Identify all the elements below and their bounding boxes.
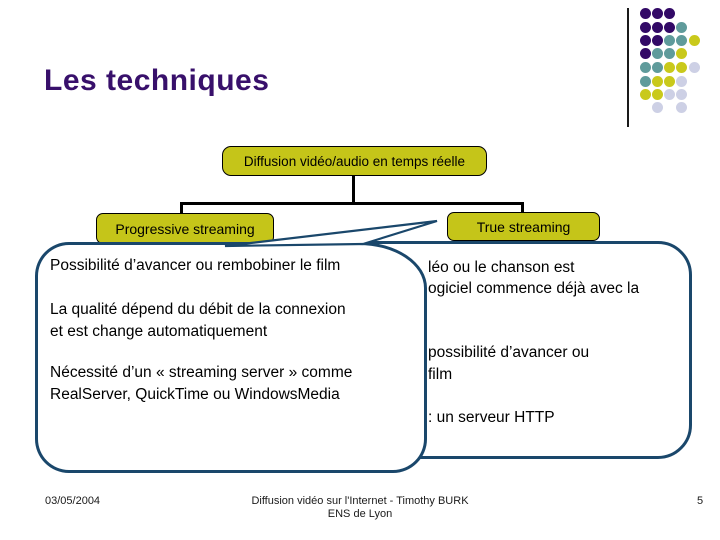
callout-right-line: film [428, 366, 453, 383]
deco-dot [640, 76, 651, 87]
deco-dot [664, 48, 675, 59]
deco-dot [676, 48, 687, 59]
deco-dot [652, 48, 663, 59]
callout-left-line: et est change automatiquement [50, 323, 268, 340]
deco-dot [652, 62, 663, 73]
footer-date: 03/05/2004 [45, 495, 101, 507]
deco-dot [664, 22, 675, 33]
callout-left-line: Nécessité d’un « streaming server » comm… [50, 364, 353, 381]
deco-dot [640, 48, 651, 59]
deco-vertical-line [627, 8, 629, 127]
deco-dot [689, 62, 700, 73]
connector-bar [180, 202, 524, 205]
connector-drop-right [521, 202, 524, 213]
deco-dot [676, 89, 687, 100]
deco-dot [664, 62, 675, 73]
deco-dot [652, 76, 663, 87]
callout-right-line: : un serveur HTTP [428, 409, 555, 426]
callout-left-line: RealServer, QuickTime ou WindowsMedia [50, 386, 340, 403]
deco-dot [640, 8, 651, 19]
deco-dot [640, 35, 651, 46]
node-root: Diffusion vidéo/audio en temps réelle [222, 146, 487, 176]
connector-drop-left [180, 202, 183, 214]
node-progressive-label: Progressive streaming [115, 220, 255, 237]
footer-page-number: 5 [696, 495, 704, 507]
deco-dot [676, 35, 687, 46]
deco-dot [676, 102, 687, 113]
deco-dot [664, 89, 675, 100]
callout-right-line: possibilité d’avancer ou [428, 344, 590, 361]
deco-dot [640, 22, 651, 33]
deco-dot [676, 22, 687, 33]
deco-dot [652, 102, 663, 113]
footer-credit-line1: Diffusion vidéo sur l'Internet - Timothy… [251, 495, 469, 507]
page-title: Les techniques [44, 64, 270, 97]
callout-left [35, 242, 427, 473]
deco-dot [640, 89, 651, 100]
callout-left-line: Possibilité d’avancer ou rembobiner le f… [50, 257, 341, 274]
deco-dot [664, 35, 675, 46]
connector-stem [352, 176, 355, 203]
deco-dot [676, 76, 687, 87]
node-true-label: True streaming [476, 218, 571, 235]
node-progressive-streaming: Progressive streaming [96, 213, 274, 244]
deco-dot [664, 8, 675, 19]
callout-right-line: léo ou le chanson est [428, 259, 575, 276]
node-root-label: Diffusion vidéo/audio en temps réelle [243, 153, 466, 169]
deco-dot [640, 62, 651, 73]
callout-left-line: La qualité dépend du débit de la connexi… [50, 301, 346, 318]
deco-dot [652, 35, 663, 46]
deco-dot [676, 62, 687, 73]
callout-right-line: ogiciel commence déjà avec la [428, 280, 640, 297]
deco-dot [664, 76, 675, 87]
deco-dot [652, 8, 663, 19]
footer-credit: Diffusion vidéo sur l'Internet - Timothy… [0, 495, 720, 521]
footer-credit-line2: ENS de Lyon [327, 508, 393, 520]
deco-dot [652, 89, 663, 100]
deco-dot [652, 22, 663, 33]
deco-dot [689, 35, 700, 46]
node-true-streaming: True streaming [447, 212, 600, 241]
